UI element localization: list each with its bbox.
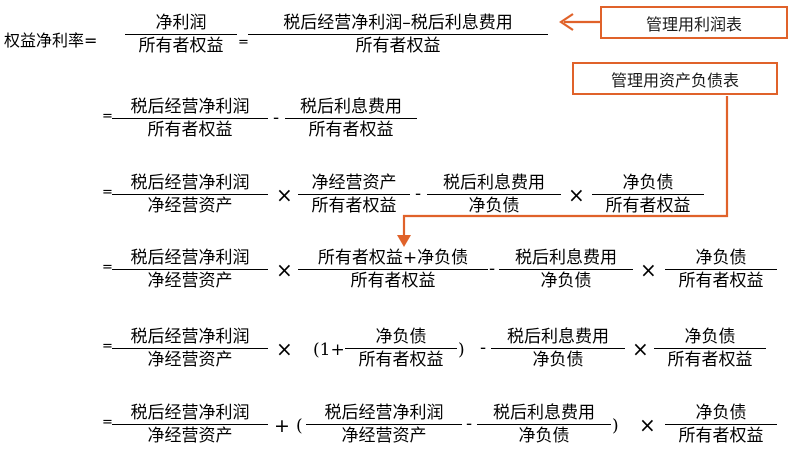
times-sign: × [276,337,293,361]
denominator: 所有者权益 [667,350,753,370]
formula-row-5: = 税后经营净利润 净经营资产 × (1+ 净负债 所有者权益 ) - 税后利息… [0,326,800,386]
equals-sign: = [102,109,113,124]
denominator: 所有者权益 [147,120,233,140]
plus-sign: + [274,415,290,437]
denominator: 所有者权益 [138,36,224,56]
times-sign: × [568,183,585,207]
numerator: 净负债 [665,247,777,270]
numerator: 税后经营净利润 [112,172,268,195]
minus-sign: - [489,259,496,279]
minus-sign: - [415,184,422,204]
numerator: 税后利息费用 [477,402,611,425]
close-paren: ) [612,416,619,436]
numerator: 净负债 [345,326,457,349]
equals-sign: = [102,185,113,200]
numerator: 所有者权益+净负债 [298,247,488,270]
formula-row-4: = 税后经营净利润 净经营资产 × 所有者权益+净负债 所有者权益 - 税后利息… [0,247,800,307]
open-paren: ( [296,416,303,436]
denominator: 所有者权益 [678,426,764,446]
equals-sign: = [102,415,113,430]
denominator: 所有者权益 [308,120,394,140]
denominator: 所有者权益 [350,271,436,291]
numerator: 税后利息费用 [491,326,625,349]
denominator: 净负债 [468,196,520,216]
callout-balance-sheet: 管理用资产负债表 [572,62,778,95]
denominator: 所有者权益 [605,196,691,216]
equals-sign: = [102,260,113,275]
numerator: 净经营资产 [298,172,410,195]
callout-income-statement: 管理用利润表 [600,6,788,39]
numerator: 税后经营净利润 [306,402,462,425]
minus-sign: - [480,338,487,358]
times-sign: × [276,183,293,207]
numerator: 税后经营净利润 [112,402,268,425]
numerator: 净利润 [125,12,237,35]
denominator: 净经营资产 [341,426,427,446]
numerator: 税后经营净利润 [112,326,268,349]
numerator: 税后利息费用 [427,172,561,195]
denominator: 净经营资产 [147,196,233,216]
close-paren: ) [458,340,465,360]
numerator: 税后经营净利润–税后利息费用 [248,12,548,35]
times-sign: × [276,258,293,282]
open-paren-one-plus: (1+ [313,340,345,360]
denominator: 净负债 [532,350,584,370]
formula-row-1: 权益净利率= 净利润 所有者权益 = 税后经营净利润–税后利息费用 所有者权益 [0,12,800,72]
numerator: 税后经营净利润 [112,247,268,270]
numerator: 税后经营净利润 [112,96,268,119]
formula-row-6: = 税后经营净利润 净经营资产 + ( 税后经营净利润 净经营资产 - 税后利息… [0,402,800,462]
formula-row-3: = 税后经营净利润 净经营资产 × 净经营资产 所有者权益 - 税后利息费用 净… [0,172,800,232]
minus-sign: - [466,414,473,434]
lhs-label: 权益净利率= [4,31,98,50]
equals-sign: = [238,35,249,50]
equals-sign: = [102,339,113,354]
minus-sign: - [273,108,280,128]
formula-row-2: = 税后经营净利润 所有者权益 - 税后利息费用 所有者权益 [0,96,800,156]
denominator: 所有者权益 [311,196,397,216]
denominator: 所有者权益 [355,36,441,56]
denominator: 净经营资产 [147,350,233,370]
numerator: 净负债 [665,402,777,425]
denominator: 净负债 [518,426,570,446]
times-sign: × [640,258,657,282]
numerator: 净负债 [592,172,704,195]
denominator: 净经营资产 [147,426,233,446]
numerator: 税后利息费用 [499,247,633,270]
denominator: 所有者权益 [358,350,444,370]
denominator: 净负债 [540,271,592,291]
denominator: 净经营资产 [147,271,233,291]
denominator: 所有者权益 [678,271,764,291]
numerator: 净负债 [654,326,766,349]
times-sign: × [632,337,649,361]
numerator: 税后利息费用 [285,96,417,119]
times-sign: × [639,413,656,437]
